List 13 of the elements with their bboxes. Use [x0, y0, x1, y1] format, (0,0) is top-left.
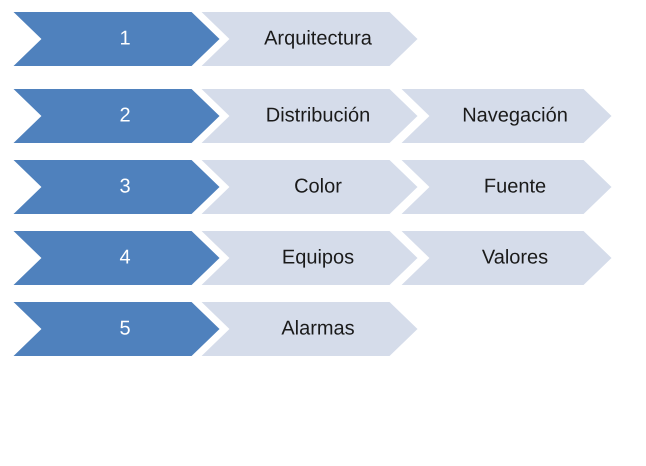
step-number: 5 [119, 318, 131, 340]
step-label: Valores [482, 246, 548, 270]
step-label: Navegación [462, 104, 568, 128]
step-label: Distribución [266, 104, 370, 128]
step-label: Arquitectura [264, 28, 372, 50]
step-label: Equipos [282, 246, 354, 270]
step-number: 1 [119, 28, 131, 50]
step-label: Alarmas [281, 318, 355, 340]
step-number: 4 [119, 246, 131, 270]
step-label: Fuente [484, 176, 546, 198]
step-number: 3 [119, 176, 131, 198]
step-label: Color [294, 176, 342, 198]
step-number: 2 [119, 104, 131, 128]
